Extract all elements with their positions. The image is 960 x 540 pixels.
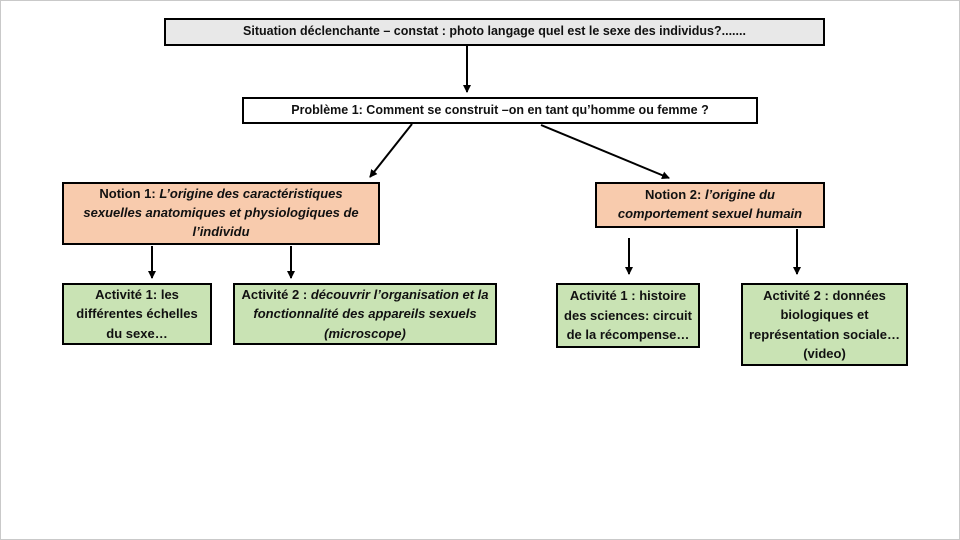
activite-2-donnees-box: Activité 2 : données biologiques et repr… xyxy=(741,283,908,366)
notion-1-prefix: Notion 1: xyxy=(99,186,160,202)
activite-2-appareils-text: découvrir l’organisation et la fonctionn… xyxy=(253,286,489,341)
activite-1-echelles-box: Activité 1: les différentes échelles du … xyxy=(62,283,212,345)
situation-declenchante-box: Situation déclenchante – constat : photo… xyxy=(164,18,825,46)
activite-2-appareils-label: Activité 2 : découvrir l’organisation et… xyxy=(241,285,489,344)
activite-1-histoire-box: Activité 1 : histoire des sciences: circ… xyxy=(556,283,700,348)
activite-1-echelles-label: Activité 1: les différentes échelles du … xyxy=(70,285,204,344)
arrow-probleme-to-notion2 xyxy=(540,124,670,180)
activite-1-echelles-prefix: Activité 1: xyxy=(95,286,161,302)
notion-2-box: Notion 2: l’origine du comportement sexu… xyxy=(595,182,825,228)
probleme-1-label: Problème 1: Comment se construit –on en … xyxy=(291,102,709,117)
activite-1-histoire-text: histoire des sciences: circuit de la réc… xyxy=(564,288,692,343)
arrow-probleme-to-notion1 xyxy=(369,123,413,178)
notion-1-box: Notion 1: L’origine des caractéristiques… xyxy=(62,182,380,245)
activite-1-echelles-text: les différentes échelles du sexe… xyxy=(76,286,198,341)
activite-2-donnees-label: Activité 2 : données biologiques et repr… xyxy=(749,286,900,364)
notion-1-text: L’origine des caractéristiques sexuelles… xyxy=(83,186,359,239)
activite-2-donnees-text: données biologiques et représentation so… xyxy=(749,287,900,362)
activite-2-appareils-prefix: Activité 2 : xyxy=(241,286,311,302)
activite-2-appareils-box: Activité 2 : découvrir l’organisation et… xyxy=(233,283,497,345)
activite-1-histoire-label: Activité 1 : histoire des sciences: circ… xyxy=(564,286,692,345)
notion-2-text: l’origine du comportement sexuel humain xyxy=(617,187,803,221)
probleme-1-box: Problème 1: Comment se construit –on en … xyxy=(242,97,758,124)
notion-2-label: Notion 2: l’origine du comportement sexu… xyxy=(603,186,817,224)
notion-2-prefix: Notion 2: xyxy=(645,187,705,203)
activite-1-histoire-prefix: Activité 1 : xyxy=(569,288,640,304)
notion-1-label: Notion 1: L’origine des caractéristiques… xyxy=(70,185,372,242)
situation-declenchante-label: Situation déclenchante – constat : photo… xyxy=(243,24,746,39)
activite-2-donnees-prefix: Activité 2 : xyxy=(763,287,833,303)
